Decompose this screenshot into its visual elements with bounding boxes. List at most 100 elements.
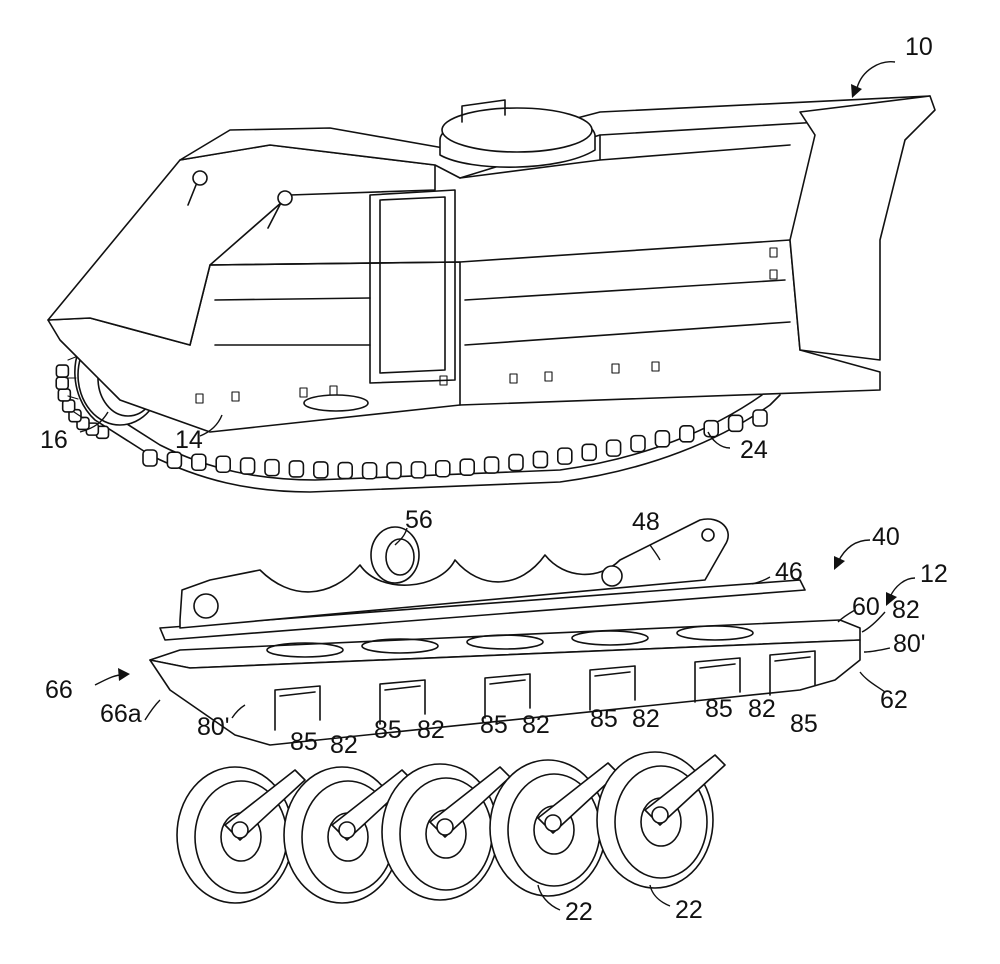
floor-pan	[149, 619, 861, 746]
track-link	[239, 457, 256, 475]
ref-label-82: 82	[330, 731, 358, 759]
road-wheel-rail	[159, 518, 806, 641]
track-link	[434, 459, 451, 478]
ref-label-22-b: 22	[675, 896, 703, 924]
hull-bolt	[509, 373, 518, 384]
road-wheel-set	[176, 751, 726, 904]
floor-pan-cutout	[571, 630, 649, 646]
hull-rear-plate	[789, 95, 936, 361]
vehicle-hull	[47, 95, 936, 493]
ref-label-56: 56	[405, 506, 433, 534]
ref-label-82-top: 82	[892, 596, 920, 624]
floor-pan-channel	[694, 657, 741, 703]
hull-bolt	[651, 361, 660, 372]
track-link	[678, 425, 695, 443]
floor-pan-channel	[589, 665, 636, 711]
track-assembly	[55, 329, 781, 493]
ref-label-62: 62	[880, 686, 908, 714]
ref-label-48: 48	[632, 508, 660, 536]
floor-pan-channel	[769, 650, 816, 696]
track-link	[61, 399, 76, 413]
rail-base-plate-46	[159, 579, 806, 641]
floor-pan-channel	[274, 685, 321, 731]
ref-label-24: 24	[740, 436, 768, 464]
track-link	[55, 364, 70, 378]
road-wheel	[596, 751, 726, 889]
road-wheel	[176, 766, 306, 904]
track-link	[508, 453, 524, 472]
floor-pan-channel	[484, 673, 531, 719]
track-link	[55, 376, 70, 390]
ref-label-85: 85	[590, 705, 618, 733]
track-link	[581, 443, 598, 462]
ref-label-80-prime-right: 80'	[893, 630, 926, 658]
track-link	[312, 461, 329, 479]
track-link	[532, 450, 549, 469]
hull-bolt	[544, 371, 553, 382]
hull-bolt	[769, 269, 778, 280]
ref-label-12: 12	[920, 560, 948, 588]
track-link	[654, 430, 671, 448]
ref-label-82: 82	[522, 711, 550, 739]
ref-label-85: 85	[480, 711, 508, 739]
ref-label-80-prime-left: 80'	[197, 713, 230, 741]
floor-pan-channels	[274, 650, 816, 731]
rail-mount-48	[179, 518, 729, 629]
track-link	[337, 461, 354, 480]
track-link	[556, 447, 573, 465]
track-link	[142, 449, 158, 467]
track-link	[288, 460, 305, 478]
hull-bolt	[439, 375, 448, 386]
ref-label-85: 85	[790, 710, 818, 738]
track-link	[361, 461, 378, 480]
ref-label-10: 10	[905, 33, 933, 61]
ref-label-82: 82	[417, 716, 445, 744]
floor-pan-channel	[379, 679, 426, 725]
hull-bolt	[195, 393, 204, 404]
ref-label-82: 82	[748, 695, 776, 723]
track-link	[215, 455, 231, 474]
hull-bolt	[231, 391, 240, 402]
hull-bolt	[769, 247, 778, 258]
track-link	[752, 409, 768, 427]
road-wheel	[283, 766, 413, 904]
floor-pan-body-62	[149, 639, 861, 746]
ref-label-85: 85	[705, 695, 733, 723]
track-link	[703, 419, 720, 438]
ref-label-82: 82	[632, 705, 660, 733]
ref-label-60: 60	[852, 593, 880, 621]
hull-bolt	[299, 387, 308, 398]
track-link	[191, 453, 207, 472]
track-links	[55, 364, 768, 480]
ref-label-40: 40	[872, 523, 900, 551]
ref-label-85: 85	[290, 728, 318, 756]
floor-pan-cutouts	[266, 625, 754, 658]
floor-pan-cutout	[676, 625, 754, 641]
floor-pan-cutout	[466, 634, 544, 650]
ref-label-16: 16	[40, 426, 68, 454]
reference-numerals: 10 16 14 24 56 48 40 46 12 60 82 80' 62 …	[40, 33, 948, 926]
track-link	[483, 456, 500, 474]
ref-label-14: 14	[175, 426, 203, 454]
track-link	[57, 388, 72, 402]
track-link	[410, 461, 427, 479]
hull-bolts	[195, 247, 778, 404]
track-link	[264, 458, 280, 477]
track-link	[386, 461, 402, 480]
floor-pan-cutout	[266, 642, 344, 658]
hatch-cupola	[439, 99, 596, 168]
road-wheel	[381, 763, 511, 901]
track-link	[166, 451, 183, 469]
floor-pan-cutout	[361, 638, 439, 654]
track-link	[459, 458, 476, 476]
ref-label-66a: 66a	[100, 700, 142, 728]
ref-label-46: 46	[775, 558, 803, 586]
ref-label-22-a: 22	[565, 898, 593, 926]
track-link	[605, 439, 622, 457]
ref-label-66: 66	[45, 676, 73, 704]
ref-label-85: 85	[374, 716, 402, 744]
track-link	[727, 414, 744, 433]
track-link	[630, 434, 646, 453]
leader-lines	[79, 61, 916, 911]
